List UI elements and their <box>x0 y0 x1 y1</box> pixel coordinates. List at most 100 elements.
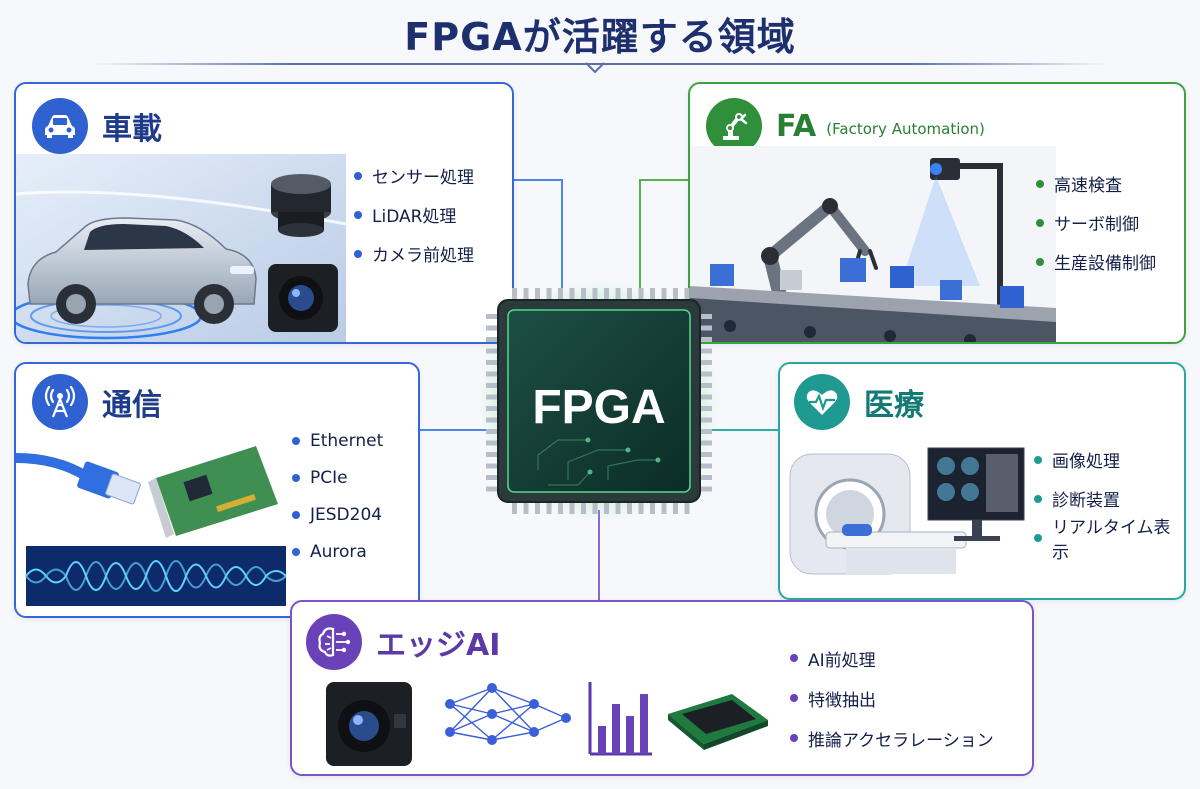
chip-pin <box>486 337 500 342</box>
chip-pin <box>523 500 529 514</box>
fpga-label: FPGA <box>532 381 665 434</box>
chip-pin <box>698 337 712 342</box>
automotive-panel: 車載 <box>14 82 514 344</box>
chip-pin <box>673 500 678 514</box>
chip-pin <box>604 500 609 514</box>
chip-pin <box>604 288 609 302</box>
chip-pin <box>673 288 678 302</box>
list-item: センサー処理 <box>354 156 474 195</box>
chip-pin <box>615 500 621 514</box>
chip-pin <box>698 348 712 354</box>
chip-pin <box>698 486 712 492</box>
fpga-chip-graphic: FPGA <box>478 280 720 522</box>
automotive-illustration <box>16 154 346 342</box>
chip-pin <box>698 429 712 434</box>
list-item: 特徴抽出 <box>790 678 994 718</box>
chip-pin <box>698 475 712 480</box>
automotive-title: 車載 <box>102 112 162 147</box>
list-item: LiDAR処理 <box>354 195 474 234</box>
chip-pin <box>486 475 500 480</box>
chip-pin <box>650 500 655 514</box>
chip-pin <box>698 406 712 411</box>
chip-pin <box>627 288 632 302</box>
list-item: 診断装置 <box>1034 479 1184 518</box>
chip-pin <box>698 325 712 331</box>
fa-panel: FA (Factory Automation) 高速検査 サー <box>688 82 1186 344</box>
chip-pin <box>581 500 586 514</box>
communication-list: Ethernet PCIe JESD204 Aurora <box>292 422 383 570</box>
chip-pin <box>486 486 500 492</box>
chip-pin <box>486 314 500 319</box>
list-item: 高速検査 <box>1036 164 1156 203</box>
chip-pin <box>512 500 517 514</box>
chip-pin <box>650 288 655 302</box>
chip-pin <box>535 500 540 514</box>
chip-pin <box>698 452 712 457</box>
title-divider <box>92 63 1108 65</box>
chip-pin <box>523 288 529 302</box>
list-item: サーボ制御 <box>1036 203 1156 242</box>
chip-pin <box>638 288 644 302</box>
heart-pulse-icon <box>794 374 850 430</box>
title-notch <box>586 62 604 74</box>
chip-pin <box>546 500 552 514</box>
brain-circuit-icon <box>306 614 362 670</box>
chip-pin <box>638 500 644 514</box>
chip-pin <box>558 500 563 514</box>
chip-pin <box>486 463 500 469</box>
edge-ai-illustration <box>326 682 768 766</box>
chip-pin <box>698 417 712 423</box>
robot-arm-icon <box>706 98 762 154</box>
chip-pin <box>698 463 712 469</box>
medical-panel: 医療 画像処理 診断装置 リアルタイム表示 <box>778 362 1186 600</box>
list-item: 画像処理 <box>1034 440 1184 479</box>
list-item: JESD204 <box>292 496 383 533</box>
chip-pin <box>486 371 500 377</box>
chip-pin <box>592 288 598 302</box>
chip-pin <box>698 360 712 365</box>
list-item: Ethernet <box>292 422 383 459</box>
list-item: Aurora <box>292 533 383 570</box>
chip-pin <box>486 394 500 400</box>
chip-pin <box>698 394 712 400</box>
chip-pin <box>486 325 500 331</box>
chip-pin <box>569 500 575 514</box>
list-item: PCIe <box>292 459 383 496</box>
chip-pin <box>512 288 517 302</box>
chip-pin <box>486 360 500 365</box>
chip-pin <box>581 288 586 302</box>
list-item: カメラ前処理 <box>354 234 474 273</box>
chip-pin <box>661 288 667 302</box>
fpga-chip: FPGA <box>478 280 720 522</box>
communication-panel: 通信 Ethernet PCIe JESD204 Aurora <box>14 362 420 618</box>
chip-pin <box>486 348 500 354</box>
list-item: AI前処理 <box>790 638 994 678</box>
edge-ai-list: AI前処理 特徴抽出 推論アクセラレーション <box>790 638 994 758</box>
chip-pin <box>684 288 690 302</box>
chip-pin <box>486 440 500 446</box>
list-item: 生産設備制御 <box>1036 242 1156 281</box>
fa-subtitle: (Factory Automation) <box>826 120 985 138</box>
edge-ai-title: エッジAI <box>376 628 501 663</box>
chip-pin <box>486 406 500 411</box>
fa-list: 高速検査 サーボ制御 生産設備制御 <box>1036 164 1156 281</box>
chip-pin <box>698 314 712 319</box>
page-title: FPGAが活躍する領域 <box>404 15 796 59</box>
list-item: 推論アクセラレーション <box>790 718 994 758</box>
car-icon <box>32 98 88 154</box>
fa-illustration <box>690 146 1056 342</box>
medical-list: 画像処理 診断装置 リアルタイム表示 <box>1034 440 1184 563</box>
antenna-icon <box>32 374 88 430</box>
chip-pin <box>486 417 500 423</box>
chip-pin <box>569 288 575 302</box>
edge-ai-panel: エッジAI <box>290 600 1034 776</box>
chip-pin <box>698 371 712 377</box>
chip-pin <box>546 288 552 302</box>
fa-title: FA <box>776 108 817 144</box>
chip-pin <box>661 500 667 514</box>
communication-illustration <box>16 446 286 606</box>
chip-pin <box>535 288 540 302</box>
medical-illustration <box>789 447 1025 575</box>
chip-pin <box>615 288 621 302</box>
